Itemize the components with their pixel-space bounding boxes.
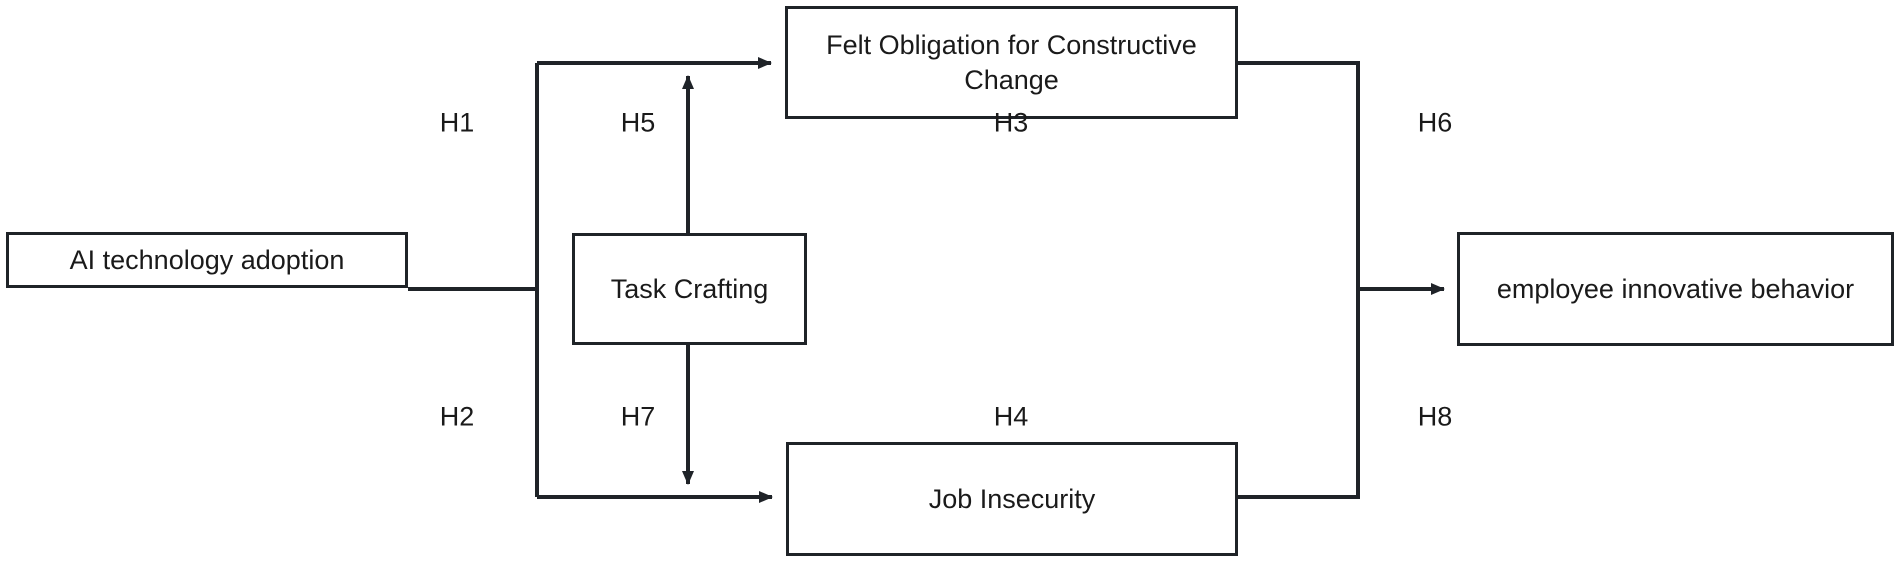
node-ai-technology-adoption[interactable]: AI technology adoption — [6, 232, 408, 288]
hypothesis-label-h4: H4 — [993, 401, 1029, 432]
hypothesis-label-h5: H5 — [620, 107, 656, 138]
node-label: AI technology adoption — [69, 244, 345, 275]
hypothesis-label-h3: H3 — [993, 107, 1029, 138]
edge-h8-job-to-employee — [1238, 289, 1360, 499]
node-felt-obligation-for-constructive-change[interactable]: Felt Obligation for Constructive Change — [785, 6, 1238, 119]
hypothesis-label-h6: H6 — [1417, 107, 1453, 138]
node-label: Task Crafting — [610, 273, 769, 304]
edge-h6-felt-to-employee — [1238, 61, 1445, 295]
hypothesis-label-h8: H8 — [1417, 401, 1453, 432]
node-label: Felt Obligation for Constructive Change — [826, 29, 1197, 95]
node-employee-innovative-behavior[interactable]: employee innovative behavior — [1457, 232, 1894, 346]
node-job-insecurity[interactable]: Job Insecurity — [786, 442, 1238, 556]
hypothesis-label-h1: H1 — [439, 107, 475, 138]
node-label: Job Insecurity — [928, 483, 1096, 514]
node-label: employee innovative behavior — [1496, 273, 1855, 304]
node-task-crafting[interactable]: Task Crafting — [572, 233, 807, 345]
hypothesis-label-h2: H2 — [439, 401, 475, 432]
hypothesis-label-h7: H7 — [620, 401, 656, 432]
